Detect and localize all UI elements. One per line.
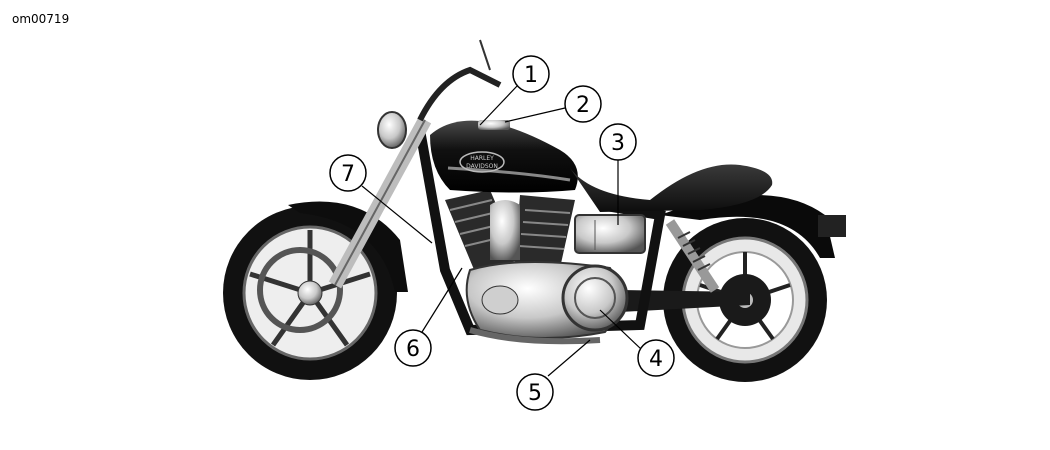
exhaust bbox=[469, 327, 601, 345]
tank-console bbox=[478, 120, 510, 130]
svg-text:6: 6 bbox=[406, 337, 420, 362]
svg-text:7: 7 bbox=[341, 162, 355, 187]
tank-logo-line1: HARLEY bbox=[470, 155, 494, 162]
swingarm bbox=[620, 290, 750, 312]
rear-shock bbox=[665, 219, 720, 293]
derby-cover bbox=[561, 264, 629, 332]
figure-id: om00719 bbox=[12, 12, 70, 26]
svg-text:3: 3 bbox=[611, 131, 625, 156]
callout-6: 6 bbox=[394, 329, 432, 367]
rear-fender bbox=[660, 195, 835, 258]
side-cover bbox=[574, 214, 646, 254]
seat bbox=[570, 164, 773, 212]
svg-text:5: 5 bbox=[528, 381, 542, 406]
callout-1: 1 bbox=[512, 55, 550, 93]
svg-text:1: 1 bbox=[524, 63, 538, 88]
fuel-tank: HARLEY DAVIDSON bbox=[430, 120, 578, 193]
mirror bbox=[479, 39, 491, 71]
callout-4: 4 bbox=[637, 339, 675, 377]
svg-text:2: 2 bbox=[576, 93, 590, 118]
svg-text:4: 4 bbox=[649, 347, 663, 372]
tank-logo bbox=[459, 151, 505, 173]
callout-2: 2 bbox=[564, 85, 602, 123]
tail-light bbox=[818, 215, 846, 237]
callout-3: 3 bbox=[599, 123, 637, 161]
engine-case bbox=[465, 261, 629, 339]
engine-cylinders bbox=[445, 190, 575, 272]
handlebar bbox=[417, 66, 502, 122]
callout-leaders bbox=[361, 84, 643, 377]
headlight bbox=[377, 111, 407, 149]
callout-5: 5 bbox=[516, 373, 554, 411]
callout-7: 7 bbox=[329, 154, 367, 192]
front-fork bbox=[328, 116, 432, 289]
tank-logo-line2: DAVIDSON bbox=[466, 163, 498, 170]
front-fender bbox=[288, 201, 408, 292]
